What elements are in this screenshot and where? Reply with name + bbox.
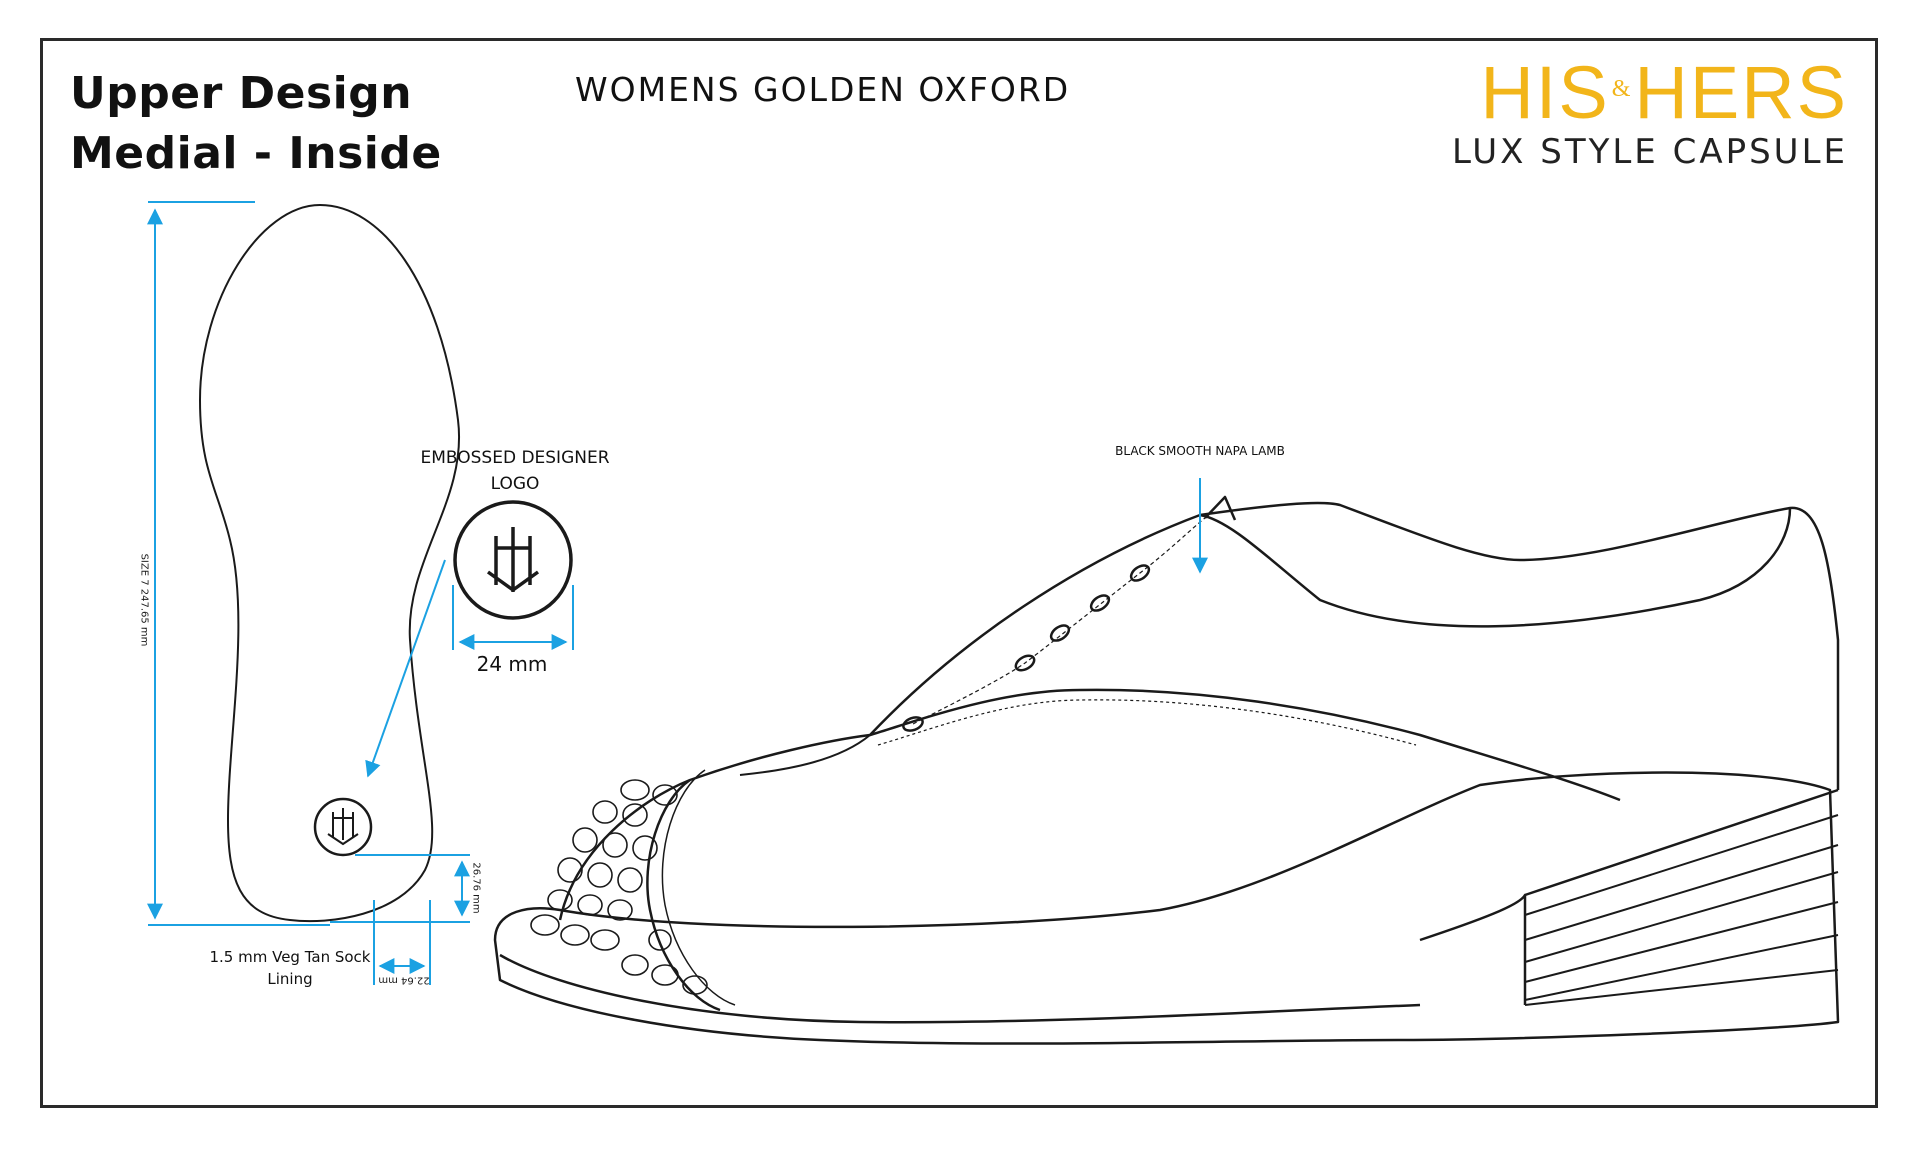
logo-pointer-arrow [365, 559, 446, 778]
logo-offset-label: 22.64 mm [378, 974, 430, 986]
embossed-logo-label: EMBOSSED DESIGNER LOGO [420, 448, 610, 494]
shoe-collar [1199, 507, 1792, 628]
logo-width-dimension [452, 585, 574, 650]
oxford-shoe-illustration [493, 495, 1840, 1045]
shoe-vamp-seam [869, 688, 1621, 802]
shoe-cap-toe-seam [646, 778, 721, 1012]
size-dimension-label: SIZE 7 247.65 mm [138, 553, 150, 647]
brand-wordmark: HIS&HERS [1480, 51, 1848, 134]
shoe-tongue [1204, 495, 1237, 521]
size-dimension [147, 201, 330, 926]
embossed-logo-icon [453, 500, 573, 620]
logo-width-label: 24 mm [476, 652, 548, 676]
shoe-heel [1419, 788, 1839, 1005]
view-title-line2: Medial - Inside [70, 128, 442, 179]
insole-outline [198, 203, 461, 923]
insole-logo-icon [313, 797, 373, 857]
brand-logo: HIS&HERS Lux Style Capsule [1338, 51, 1848, 173]
drawing-frame [40, 38, 1878, 1108]
brand-subtitle: Lux Style Capsule [1452, 132, 1848, 172]
product-title: Womens Golden Oxford [575, 70, 1071, 109]
sock-lining-label: 1.5 mm Veg Tan Sock Lining [209, 948, 371, 988]
logo-height-label: 26.76 mm [470, 862, 482, 914]
shoe-outsole [493, 771, 1840, 1045]
croc-texture [530, 779, 708, 995]
logo-position-dimensions [330, 854, 470, 985]
material-label: BLACK SMOOTH NAPA LAMB [1115, 444, 1285, 458]
shoe-upper [558, 501, 1840, 921]
shoe-eyelets [902, 564, 1151, 732]
shoe-sole-line [499, 953, 1421, 1024]
view-title-line1: Upper Design [70, 68, 413, 119]
